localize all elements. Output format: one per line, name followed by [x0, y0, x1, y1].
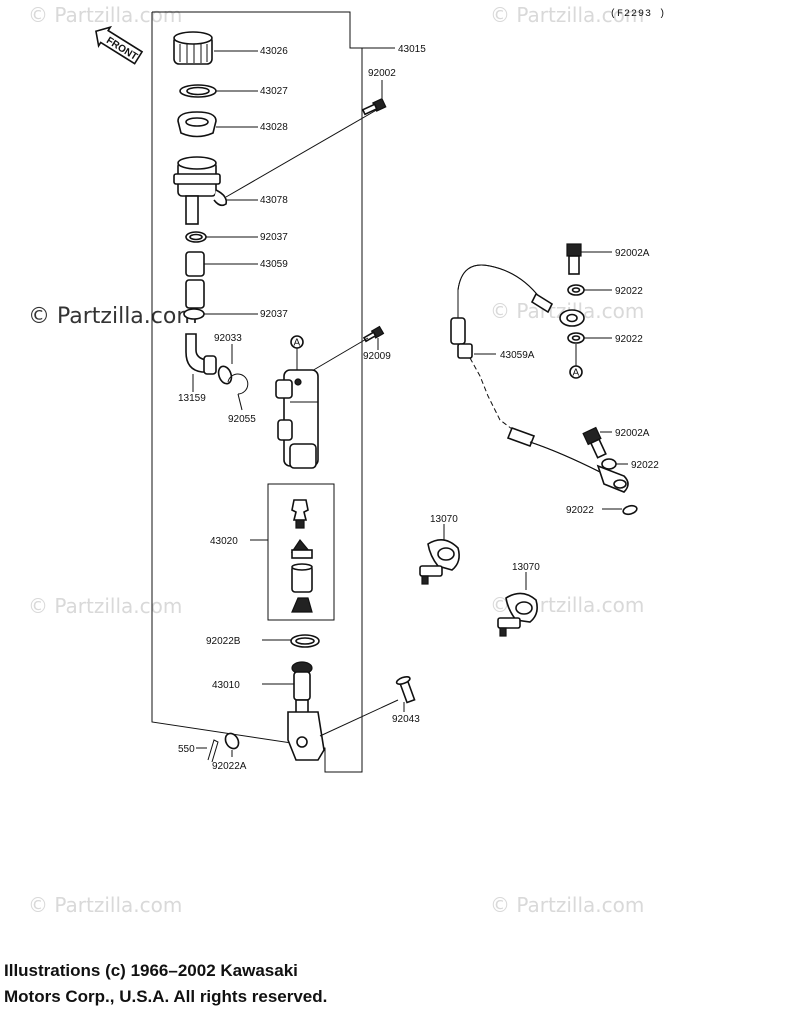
sealing-washer: [567, 284, 585, 296]
front-arrow-icon: FRONT: [95, 25, 144, 65]
part-label: 43020: [210, 536, 238, 547]
sealing-washer: [567, 332, 585, 344]
master-cylinder-body: [275, 369, 319, 469]
part-label: 43026: [260, 46, 288, 57]
part-label: 92055: [228, 414, 256, 425]
part-label: 92002: [368, 68, 396, 79]
reservoir-cap: [173, 31, 213, 65]
hose-clamp: [185, 231, 207, 243]
snap-ring: [290, 634, 320, 648]
watermark: © Partzilla.com: [490, 3, 644, 27]
watermark: © Partzilla.com: [490, 893, 644, 917]
banjo-bolt: [566, 243, 582, 275]
assembly-outline: [151, 11, 363, 773]
part-label: 13070: [512, 562, 540, 573]
piston-kit: [290, 499, 313, 613]
part-label: 92009: [363, 351, 391, 362]
part-label: 43028: [260, 122, 288, 133]
circlip: [227, 373, 249, 395]
part-label: 43078: [260, 195, 288, 206]
hose-clamp: [183, 308, 205, 320]
footer-line-1: Illustrations (c) 1966–2002 Kawasaki: [4, 961, 298, 980]
cotter-pin: [207, 739, 219, 763]
sealing-washer: [622, 504, 638, 516]
piston-kit-box: [267, 483, 335, 621]
part-label: 13159: [178, 393, 206, 404]
part-label: 550: [178, 744, 195, 755]
part-label: 92002A: [615, 428, 650, 439]
part-label: 92022: [631, 460, 659, 471]
part-label: 92022: [566, 505, 594, 516]
watermark: © Partzilla.com: [28, 594, 182, 618]
part-label: 43015: [398, 44, 426, 55]
reference-marker-a: A: [573, 368, 580, 379]
part-label: 43059A: [500, 350, 535, 361]
part-label: 43010: [212, 680, 240, 691]
footer-line-2: Motors Corp., U.S.A. All rights reserved…: [4, 987, 328, 1006]
o-ring: [217, 365, 233, 385]
elbow-fitting: [185, 333, 217, 375]
hose-clamp-13070: [419, 539, 460, 585]
brake-hose: [450, 264, 629, 493]
part-label: 43059: [260, 259, 288, 270]
part-label: 92002A: [615, 248, 650, 259]
watermark: © Partzilla.com: [28, 304, 198, 329]
part-label: 13070: [430, 514, 458, 525]
banjo-bolt: [582, 426, 607, 459]
bolt-92002: [361, 97, 387, 116]
diaphragm-plate: [179, 84, 217, 98]
washer: [224, 732, 240, 750]
hose-clamp-13070: [497, 592, 538, 637]
part-label: 92022: [615, 286, 643, 297]
part-label: 92037: [260, 232, 288, 243]
reservoir-tank: [173, 156, 228, 225]
bolt-92009: [362, 325, 385, 343]
diaphragm: [177, 111, 217, 138]
part-label: 92022B: [206, 636, 241, 647]
diagram-code: (F2293 ): [610, 8, 666, 20]
part-label: 92033: [214, 333, 242, 344]
part-label: 92043: [392, 714, 420, 725]
pin-92043: [395, 675, 416, 704]
push-rod: [287, 661, 325, 761]
part-label: 92037: [260, 309, 288, 320]
part-label: 92022: [615, 334, 643, 345]
watermark: © Partzilla.com: [28, 3, 182, 27]
reference-marker-a: A: [294, 338, 301, 349]
copyright-footer: Illustrations (c) 1966–2002 Kawasaki Mot…: [4, 958, 327, 1010]
part-label: 43027: [260, 86, 288, 97]
watermark: © Partzilla.com: [28, 893, 182, 917]
reservoir-hose: [185, 251, 205, 309]
sealing-washer: [601, 458, 617, 470]
part-label: 92022A: [212, 761, 247, 772]
